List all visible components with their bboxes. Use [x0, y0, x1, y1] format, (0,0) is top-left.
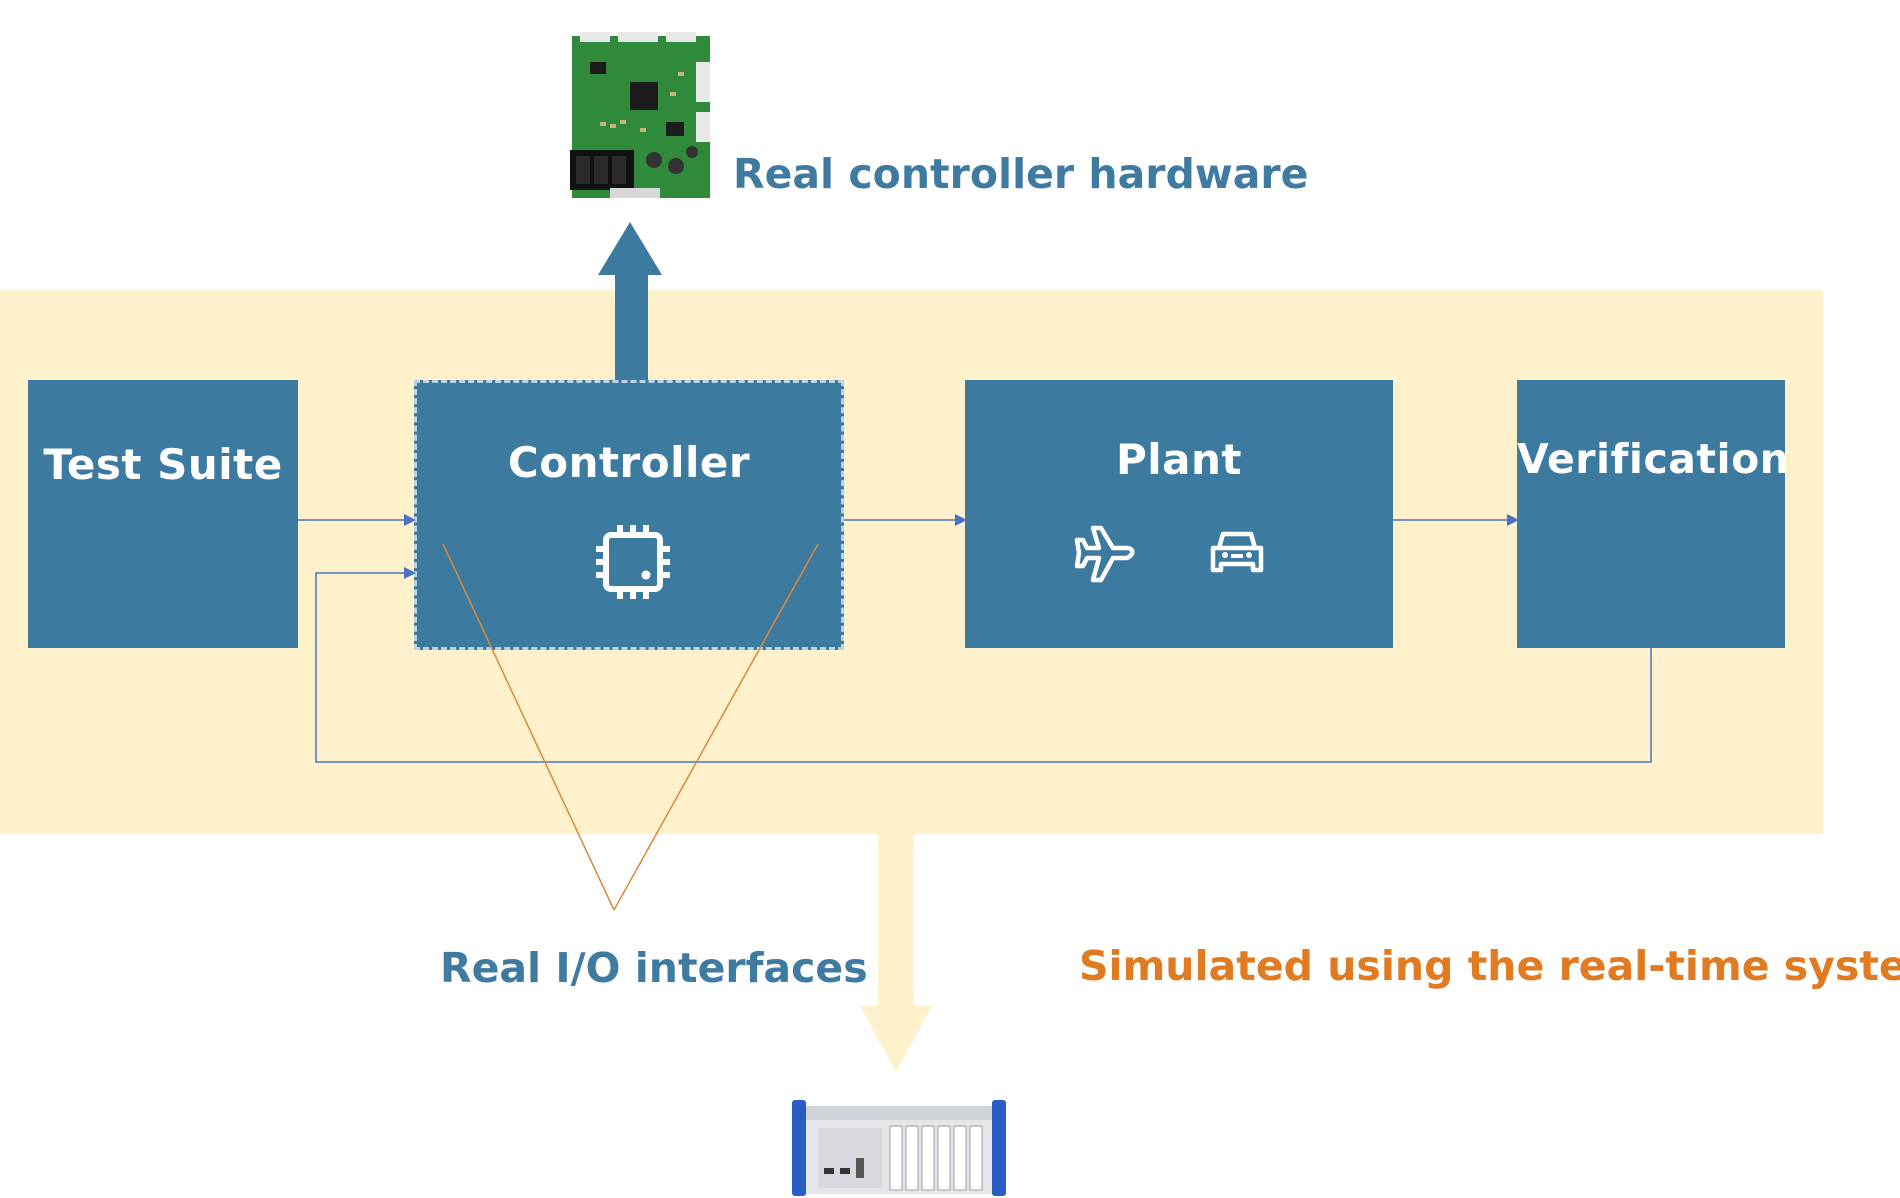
plant-block: Plant: [965, 380, 1393, 648]
circuit-board-image: [570, 32, 710, 198]
simulated-label: Simulated using the real-time system: [1079, 942, 1900, 990]
controller-block: Controller: [414, 380, 844, 650]
io-line-right: [613, 543, 819, 911]
cpu-chip-icon: [596, 525, 670, 599]
io-line-left: [442, 543, 615, 911]
controller-title: Controller: [507, 438, 751, 487]
verification-block: Verification: [1517, 380, 1790, 648]
feedback-loop: [315, 567, 1652, 763]
verification-title: Verification: [1517, 435, 1790, 483]
test-suite-block: Test Suite: [28, 380, 298, 648]
test-suite-title: Test Suite: [43, 440, 283, 489]
plant-title: Plant: [1116, 435, 1242, 484]
car-icon: [1210, 531, 1264, 573]
airplane-icon: [1074, 525, 1135, 583]
real-time-system-chassis-image: [792, 1100, 1006, 1196]
hardware-label: Real controller hardware: [733, 150, 1309, 198]
io-label: Real I/O interfaces: [440, 944, 868, 992]
